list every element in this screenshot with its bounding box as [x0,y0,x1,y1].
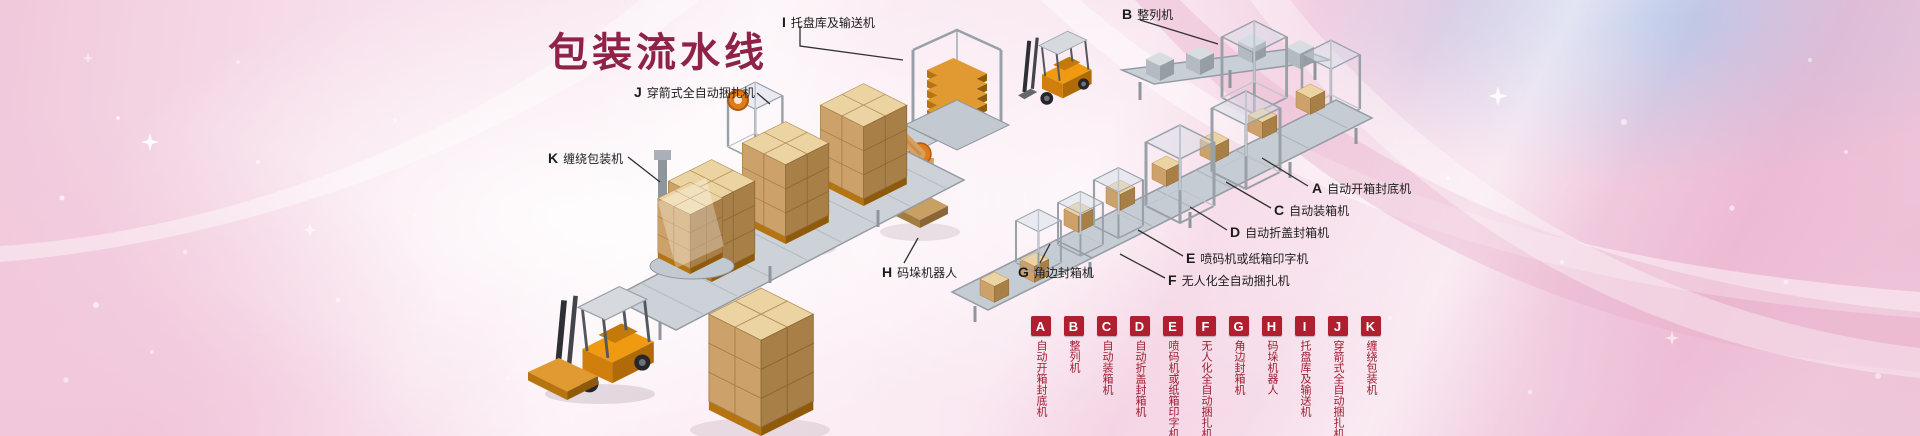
machine-callout-g: G 角边封箱机 [1018,264,1094,281]
machine-name: 喷码机或纸箱印字机 [1200,252,1309,266]
machine-k-wrapper [649,150,735,280]
big-pallet-stack [709,288,813,436]
decor-ribbons [1135,0,1920,372]
legend-badge: I [1294,316,1315,336]
legend-item-d: D 自动折盖封箱机 [1129,316,1150,436]
legend-label: 码垛机器人 [1266,340,1278,395]
legend: A 自动开箱封底机 B 整列机 C 自动装箱机 D 自动折盖封箱机 E 喷码机或… [1030,316,1381,436]
machine-callout-a: A 自动开箱封底机 [1312,180,1411,197]
page-title: 包装流水线 [548,30,768,76]
legend-item-k: K 缠绕包装机 [1360,316,1381,436]
machine-name: 缠绕包装机 [563,152,624,166]
machine-letter: K [548,150,559,166]
legend-badge: G [1228,316,1249,336]
legend-label: 整列机 [1068,340,1080,373]
legend-label: 缠绕包装机 [1365,340,1377,395]
machine-letter: J [634,84,642,100]
legend-item-b: B 整列机 [1063,316,1084,436]
machine-name: 自动折盖封箱机 [1245,226,1330,240]
machine-letter: B [1122,6,1133,22]
machine-letter: H [882,264,893,280]
machine-callout-b: B 整列机 [1122,6,1173,23]
machine-callout-d: D 自动折盖封箱机 [1230,224,1329,241]
legend-item-i: I 托盘库及输送机 [1294,316,1315,436]
machine-name: 托盘库及输送机 [790,16,875,30]
legend-item-a: A 自动开箱封底机 [1030,316,1051,436]
legend-item-j: J 穿箭式全自动捆扎机 [1327,316,1348,436]
machine-callout-j: J 穿箭式全自动捆扎机 [634,84,755,101]
legend-label: 自动装箱机 [1101,340,1113,395]
legend-item-h: H 码垛机器人 [1261,316,1282,436]
machine-letter: E [1186,250,1196,266]
legend-badge: F [1195,316,1216,336]
machine-j-strapper [726,80,784,162]
forklift-bottom [528,287,654,400]
machine-name: 整列机 [1137,8,1174,22]
legend-badge: E [1162,316,1183,336]
machine-name: 角边封箱机 [1033,266,1094,280]
legend-badge: J [1327,316,1348,336]
machine-callout-e: E 喷码机或纸箱印字机 [1186,250,1308,267]
legend-label: 自动折盖封箱机 [1134,340,1146,417]
legend-item-f: F 无人化全自动捆扎机 [1195,316,1216,436]
machine-name: 自动装箱机 [1289,204,1350,218]
machine-name: 码垛机器人 [897,266,958,280]
machine-callout-c: C 自动装箱机 [1274,202,1349,219]
forklift-top [1018,31,1092,105]
legend-badge: B [1063,316,1084,336]
legend-item-g: G 角边封箱机 [1228,316,1249,436]
sparkles [59,52,1881,395]
legend-item-c: C 自动装箱机 [1096,316,1117,436]
machine-name: 穿箭式全自动捆扎机 [646,86,755,100]
legend-label: 喷码机或纸箱印字机 [1167,340,1179,436]
legend-badge: A [1030,316,1051,336]
machine-letter: C [1274,202,1285,218]
legend-label: 角边封箱机 [1233,340,1245,395]
legend-label: 托盘库及输送机 [1299,340,1311,417]
legend-item-e: E 喷码机或纸箱印字机 [1162,316,1183,436]
machine-letter: I [782,14,786,30]
machine-callout-f: F 无人化全自动捆扎机 [1168,272,1290,289]
legend-badge: C [1096,316,1117,336]
legend-badge: H [1261,316,1282,336]
machine-letter: D [1230,224,1241,240]
machine-callout-k: K 缠绕包装机 [548,150,623,167]
machine-letter: F [1168,272,1177,288]
legend-badge: K [1360,316,1381,336]
machine-name: 无人化全自动捆扎机 [1181,274,1290,288]
machine-letter: A [1312,180,1323,196]
legend-label: 无人化全自动捆扎机 [1200,340,1212,436]
leader-lines [627,19,1309,279]
legend-label: 穿箭式全自动捆扎机 [1332,340,1344,436]
machine-callout-i: I 托盘库及输送机 [782,14,875,31]
legend-badge: D [1129,316,1150,336]
machine-name: 自动开箱封底机 [1327,182,1412,196]
machine-callout-h: H 码垛机器人 [882,264,957,281]
machine-letter: G [1018,264,1029,280]
legend-label: 自动开箱封底机 [1035,340,1047,417]
